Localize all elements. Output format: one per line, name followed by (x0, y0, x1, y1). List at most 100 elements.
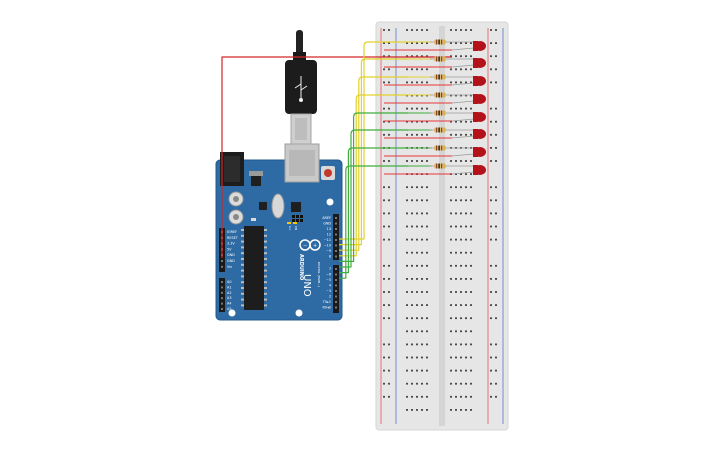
breadboard-hole (495, 356, 497, 359)
breadboard-hole (450, 278, 452, 280)
led-red (451, 147, 486, 157)
breadboard-hole (416, 212, 418, 215)
breadboard-hole (460, 133, 462, 136)
pin-label: A4 (227, 302, 231, 306)
breadboard-hole (455, 29, 457, 31)
breadboard-hole (383, 42, 385, 44)
breadboard-hole (490, 186, 492, 189)
breadboard-hole (388, 395, 390, 398)
led-red (451, 58, 486, 68)
breadboard (375, 21, 509, 431)
breadboard-hole (450, 343, 452, 346)
breadboard-hole (421, 120, 423, 123)
header-pin (335, 228, 337, 230)
header-pin (335, 295, 337, 298)
header-pin (335, 306, 337, 309)
signal-wire-green (339, 112, 408, 262)
breadboard-hole (495, 42, 497, 44)
breadboard-hole (406, 356, 408, 359)
breadboard-hole (406, 251, 408, 254)
led-red (451, 76, 486, 86)
breadboard-hole (465, 356, 467, 359)
breadboard-hole (465, 278, 467, 280)
breadboard-hole (406, 81, 408, 84)
breadboard-hole (426, 212, 428, 215)
breadboard-hole (450, 409, 452, 411)
breadboard-hole (465, 225, 467, 228)
breadboard-hole (421, 264, 423, 267)
resistor (430, 92, 452, 98)
signal-wire-green (339, 165, 408, 279)
breadboard-hole (455, 186, 457, 189)
breadboard-hole (455, 68, 457, 71)
pin-label: 7 (329, 267, 331, 271)
breadboard-hole (411, 107, 413, 110)
breadboard-hole (426, 264, 428, 267)
breadboard-hole (416, 291, 418, 293)
breadboard-hole (465, 369, 467, 372)
breadboard-hole (388, 225, 390, 228)
breadboard-hole (411, 199, 413, 202)
breadboard-hole (465, 382, 467, 385)
chip-pin (264, 269, 267, 272)
breadboard-hole (450, 68, 452, 71)
breadboard-hole (406, 317, 408, 320)
chip-pin (264, 234, 267, 237)
breadboard-hole (470, 225, 472, 228)
breadboard-hole (450, 42, 452, 44)
chip-pin (264, 298, 267, 301)
chip-pin (241, 275, 244, 278)
breadboard-hole (470, 409, 472, 411)
pin-label: 8 (329, 255, 331, 259)
breadboard-hole (450, 395, 452, 398)
breadboard-hole (455, 382, 457, 385)
breadboard-hole (490, 304, 492, 306)
breadboard-hole (411, 291, 413, 293)
breadboard-hole (455, 343, 457, 346)
breadboard-hole (416, 107, 418, 110)
breadboard-hole (406, 42, 408, 44)
breadboard-hole (470, 343, 472, 346)
breadboard-hole (426, 395, 428, 398)
breadboard-hole (411, 160, 413, 162)
breadboard-hole (383, 369, 385, 372)
pin-label: 2 (329, 295, 331, 299)
led-red (451, 165, 486, 175)
breadboard-hole (411, 212, 413, 215)
breadboard-hole (426, 356, 428, 359)
breadboard-hole (465, 238, 467, 241)
components (430, 39, 486, 175)
atmega-chip (244, 226, 264, 310)
breadboard-hole (450, 133, 452, 136)
breadboard-hole (426, 42, 428, 44)
breadboard-hole (416, 81, 418, 84)
breadboard-hole (465, 94, 467, 97)
breadboard-hole (455, 409, 457, 411)
breadboard-hole (383, 356, 385, 359)
breadboard-hole (460, 264, 462, 267)
pin-label: GND (323, 222, 331, 226)
breadboard-hole (455, 330, 457, 333)
breadboard-hole (406, 238, 408, 241)
breadboard-hole (388, 133, 390, 136)
breadboard-hole (490, 225, 492, 228)
resistor (430, 110, 452, 116)
breadboard-hole (465, 317, 467, 320)
breadboard-hole (416, 29, 418, 31)
breadboard-hole (421, 317, 423, 320)
breadboard-hole (411, 133, 413, 136)
breadboard-hole (460, 199, 462, 202)
header-pin (335, 255, 337, 258)
header-pin (221, 286, 223, 289)
breadboard-hole (421, 133, 423, 136)
breadboard-hole (460, 369, 462, 372)
breadboard-hole (421, 382, 423, 385)
chip-pin (241, 269, 244, 272)
header-pin (335, 279, 337, 281)
breadboard-hole (495, 186, 497, 189)
pin-label: GND (227, 259, 235, 263)
breadboard-hole (460, 42, 462, 44)
breadboard-hole (455, 133, 457, 136)
breadboard-hole (495, 278, 497, 280)
